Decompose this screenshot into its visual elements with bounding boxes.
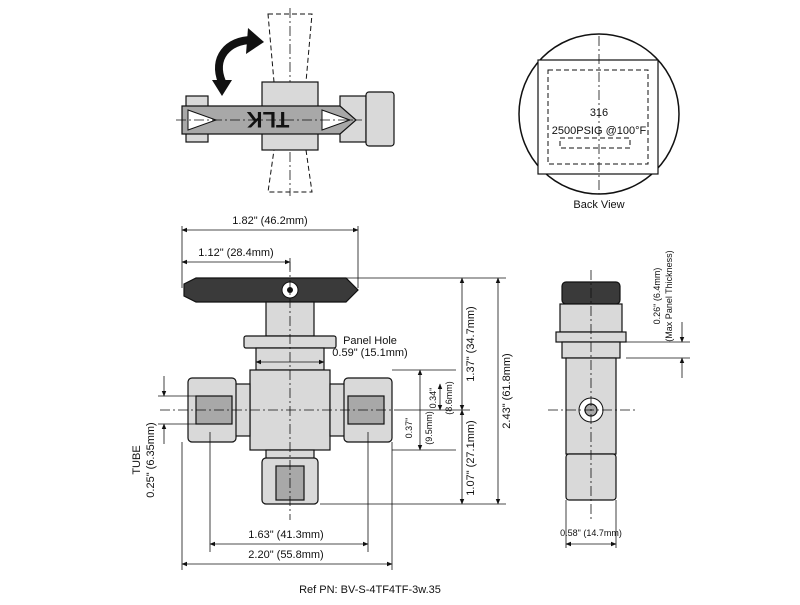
side-view: 0.26" (6.4mm) (Max Panel Thickness) 0.58… [548,250,690,548]
dim-lower-height: 1.07" (27.1mm) [465,420,477,495]
dim-total-height: 2.43" (61.8mm) [501,353,513,428]
tube-size: 0.25" (6.35mm) [145,422,157,497]
front-handle [183,277,359,303]
back-view-title: Back View [573,199,624,211]
side-width: 0.58" (14.7mm) [560,528,622,538]
dim-port-offset-in: 0.34" [428,388,438,409]
panel-hole-label: Panel Hole [343,335,397,347]
dim-body-height-in: 0.37" [404,418,414,439]
front-view: 1.82" (46.2mm) 1.12" (28.4mm) Panel Hole… [131,215,513,570]
dim-handle-offset: 1.12" (28.4mm) [198,247,273,259]
rotation-arrow-icon [215,36,253,84]
dim-upper-height: 1.37" (34.7mm) [465,306,477,381]
dim-body-height-mm: (9.5mm) [424,411,434,445]
back-view-material: 316 [590,107,608,119]
panel-thickness-value: 0.26" (6.4mm) [652,268,662,325]
handle-logo: TLK [247,107,290,132]
dim-port-span: 1.63" (41.3mm) [248,529,323,541]
dim-overall-handle-width: 1.82" (46.2mm) [232,215,307,227]
dim-port-offset-mm: (8.6mm) [444,381,454,415]
dim-overall-length: 2.20" (55.8mm) [248,549,323,561]
back-view-rating: 2500PSIG @100°F [552,125,647,137]
back-view: 316 2500PSIG @100°F Back View [518,33,680,211]
top-right-nut [365,91,395,147]
panel-thickness-note: (Max Panel Thickness) [664,250,674,341]
handle-alt-position-bottom [267,149,313,193]
panel-hole-value: 0.59" (15.1mm) [332,347,407,359]
ref-part-number: Ref PN: BV-S-4TF4TF-3w.35 [299,584,441,596]
top-view: TLK [176,8,395,196]
tube-label: TUBE [131,445,143,474]
